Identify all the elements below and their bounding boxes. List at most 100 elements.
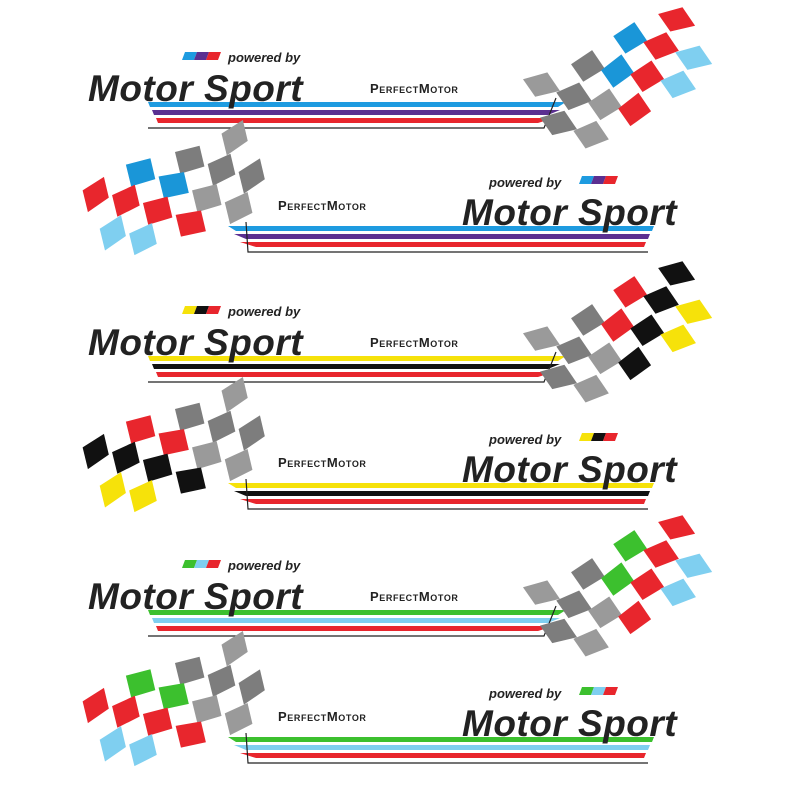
flag-square — [99, 726, 126, 762]
powered-by-label: powered by — [489, 686, 562, 701]
speed-stripe — [148, 102, 566, 107]
checkered-flag-icon — [522, 261, 713, 403]
flag-square — [175, 467, 206, 494]
decal-graphics — [148, 515, 713, 657]
flag-square — [224, 703, 253, 736]
flag-square — [658, 261, 696, 286]
decal-graphics — [148, 261, 713, 403]
decal-graphics — [82, 631, 654, 767]
flag-square — [643, 286, 679, 314]
flag-square — [613, 276, 647, 308]
flag-square — [556, 82, 592, 111]
flag-square — [630, 60, 665, 93]
flag-square — [142, 196, 173, 225]
color-bars-icon — [591, 433, 606, 441]
flag-square — [192, 695, 222, 724]
flag-square — [601, 54, 634, 88]
speed-stripe — [152, 364, 560, 369]
color-bars-icon — [591, 687, 606, 695]
flag-square — [174, 656, 205, 685]
color-bars-icon — [579, 176, 594, 184]
color-bars-icon — [206, 560, 221, 568]
powered-by-label: powered by — [489, 175, 562, 190]
flag-square — [618, 346, 652, 381]
color-bars-icon — [206, 306, 221, 314]
flag-square — [142, 707, 173, 736]
speed-stripe — [234, 234, 650, 239]
flag-square — [175, 210, 206, 237]
powered-by-label: powered by — [228, 558, 301, 573]
flag-square — [221, 631, 248, 667]
flag-square — [224, 449, 253, 482]
decal-graphics — [82, 120, 654, 256]
stripe-outline — [148, 351, 557, 383]
speed-stripe — [228, 737, 654, 742]
flag-square — [207, 664, 236, 697]
decal-graphics — [148, 7, 713, 149]
color-bars-icon — [182, 52, 197, 60]
color-bars-icon — [603, 687, 618, 695]
perfect-motor-label: PerfectMotor — [370, 589, 459, 604]
flag-square — [588, 342, 622, 375]
motor-sport-title: Motor Sport — [462, 192, 678, 233]
flag-square — [660, 324, 696, 353]
color-bars-icon — [603, 433, 618, 441]
flag-square — [174, 145, 205, 174]
flag-square — [129, 734, 157, 767]
flag-square — [82, 433, 109, 470]
flag-square — [675, 553, 713, 578]
powered-by-label: powered by — [228, 50, 301, 65]
color-bars-icon — [182, 560, 197, 568]
flag-square — [630, 314, 665, 347]
speed-stripe — [148, 356, 566, 361]
motor-sport-title: Motor Sport — [88, 576, 304, 617]
flag-square — [238, 669, 265, 705]
flag-square — [660, 578, 696, 607]
powered-by-label: powered by — [228, 304, 301, 319]
flag-square — [675, 45, 713, 70]
stripe-outline — [245, 221, 648, 253]
flag-square — [221, 120, 248, 156]
perfect-motor-label: PerfectMotor — [370, 81, 459, 96]
checkered-flag-icon — [522, 515, 713, 657]
decal-graphics — [82, 377, 654, 513]
flag-square — [224, 192, 253, 225]
checkered-flag-icon — [82, 377, 265, 513]
speed-stripe — [156, 626, 554, 631]
color-bars-icon — [194, 306, 209, 314]
flag-square — [573, 628, 609, 657]
flag-square — [238, 158, 265, 194]
color-bars-icon — [206, 52, 221, 60]
flag-square — [142, 453, 173, 482]
flag-square — [613, 530, 647, 562]
color-bars-icon — [194, 52, 209, 60]
flag-square — [238, 415, 265, 451]
flag-square — [99, 472, 126, 508]
flag-square — [522, 72, 560, 97]
flag-square — [125, 158, 156, 187]
flag-square — [630, 568, 665, 601]
flag-square — [522, 580, 560, 605]
flag-square — [573, 120, 609, 149]
stripe-outline — [148, 97, 557, 129]
perfect-motor-label: PerfectMotor — [278, 455, 367, 470]
flag-square — [129, 223, 157, 256]
speed-stripe — [228, 226, 654, 231]
stripe-outline — [148, 605, 557, 637]
perfect-motor-label: PerfectMotor — [278, 198, 367, 213]
color-bars-icon — [579, 687, 594, 695]
flag-square — [125, 669, 156, 698]
flag-square — [601, 308, 634, 342]
flag-square — [158, 683, 189, 710]
flag-square — [613, 22, 647, 54]
flag-square — [192, 184, 222, 213]
flag-square — [643, 540, 679, 568]
flag-square — [573, 374, 609, 403]
flag-square — [588, 88, 622, 121]
checkered-flag-icon — [82, 120, 265, 256]
flag-square — [618, 92, 652, 127]
